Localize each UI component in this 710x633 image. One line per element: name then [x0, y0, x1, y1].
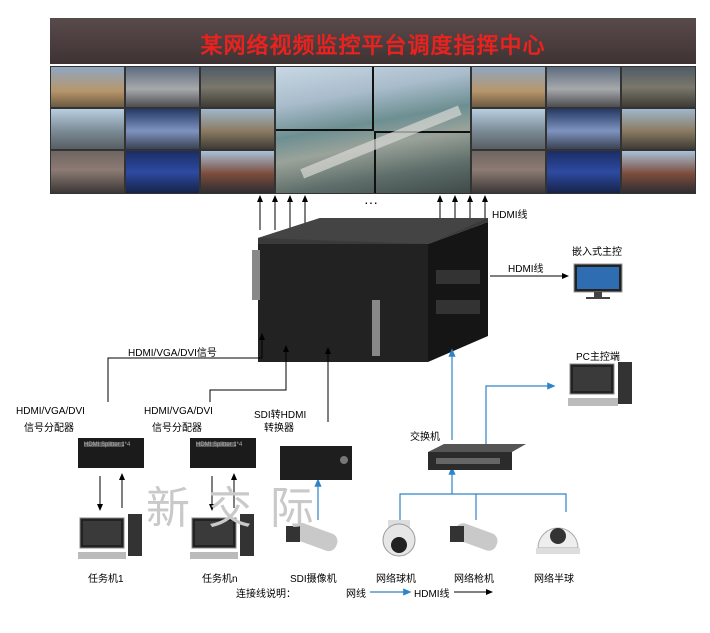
- half-dome-label: 网络半球: [534, 574, 574, 585]
- wall-tile: [546, 66, 621, 108]
- wall-tile: [50, 66, 125, 108]
- gun-camera-label: 网络枪机: [454, 574, 494, 585]
- taskn-label: 任务机n: [202, 574, 238, 585]
- splitter-mid-device: [190, 438, 256, 468]
- ball-camera-device: [382, 520, 416, 557]
- wall-tile: [471, 66, 546, 108]
- splitter-left-label-1: HDMI/VGA/DVI: [16, 406, 85, 417]
- embedded-host-label: 嵌入式主控: [572, 247, 622, 258]
- legend-title: 连接线说明：: [236, 589, 296, 600]
- switch-to-pc-line: [485, 382, 556, 444]
- wall-tile: [125, 108, 200, 150]
- watermark-text: 新交际: [146, 483, 332, 534]
- wall-tile: [546, 150, 621, 194]
- title-banner: 某网络视频监控平台调度指挥中心: [50, 18, 696, 64]
- splitter-left-device-text: HDMI Splitter 1*4: [84, 442, 131, 448]
- embedded-host-monitor: [573, 263, 623, 299]
- wall-tile: [50, 150, 125, 194]
- splitter-left-device: [78, 438, 144, 468]
- signal-line-left: [107, 333, 265, 402]
- splitter-mid-label-1: HDMI/VGA/DVI: [144, 406, 213, 417]
- wall-tile: [546, 108, 621, 150]
- wall-tile: [471, 108, 546, 150]
- video-wall: [50, 66, 696, 194]
- gun-camera-device: [450, 523, 498, 551]
- pc-host-label: PC主控端: [576, 352, 620, 363]
- sdi-camera-device: [286, 522, 338, 552]
- splitter-left-label-2: 信号分配器: [24, 423, 74, 434]
- wall-tile: [50, 108, 125, 150]
- task1-label: 任务机1: [88, 574, 124, 585]
- sdi-converter-label-2: 转换器: [264, 423, 294, 434]
- network-bus-line: [399, 493, 567, 520]
- wall-tile: [200, 150, 275, 194]
- wall-tile: [471, 150, 546, 194]
- banner-title: 某网络视频监控平台调度指挥中心: [200, 34, 546, 59]
- wall-tile: [125, 150, 200, 194]
- wall-tile: [125, 66, 200, 108]
- signal-line-label: HDMI/VGA/DVI信号: [128, 348, 217, 359]
- wall-tile: [621, 150, 696, 194]
- task-machine-1: [78, 514, 142, 559]
- sdi-converter-device: [280, 446, 352, 480]
- pc-host-computer: [568, 362, 632, 406]
- wall-tile: [621, 108, 696, 150]
- wall-tile: [200, 66, 275, 108]
- hdmi-top-label: HDMI线: [492, 210, 528, 221]
- network-switch: [428, 444, 526, 470]
- legend-hdmi-label: HDMI线: [414, 589, 450, 600]
- half-dome-camera-device: [536, 527, 580, 554]
- sdi-camera-label: SDI摄像机: [290, 574, 337, 585]
- video-matrix-chassis: [252, 218, 488, 362]
- legend-network-label: 网线: [346, 589, 366, 600]
- sdi-converter-label-1: SDI转HDMI: [254, 410, 307, 421]
- signal-line-mid: [209, 345, 289, 402]
- splitter-mid-label-2: 信号分配器: [152, 423, 202, 434]
- ellipsis-label: ···: [364, 194, 378, 210]
- ball-camera-label: 网络球机: [376, 574, 416, 585]
- wall-center-image: [275, 66, 471, 194]
- wall-tile: [200, 108, 275, 150]
- switch-label: 交换机: [410, 432, 440, 443]
- splitter-mid-device-text: HDMI Splitter 1*4: [196, 442, 243, 448]
- wall-tile: [621, 66, 696, 108]
- hdmi-right-label: HDMI线: [508, 264, 544, 275]
- task-machine-n: [190, 514, 254, 559]
